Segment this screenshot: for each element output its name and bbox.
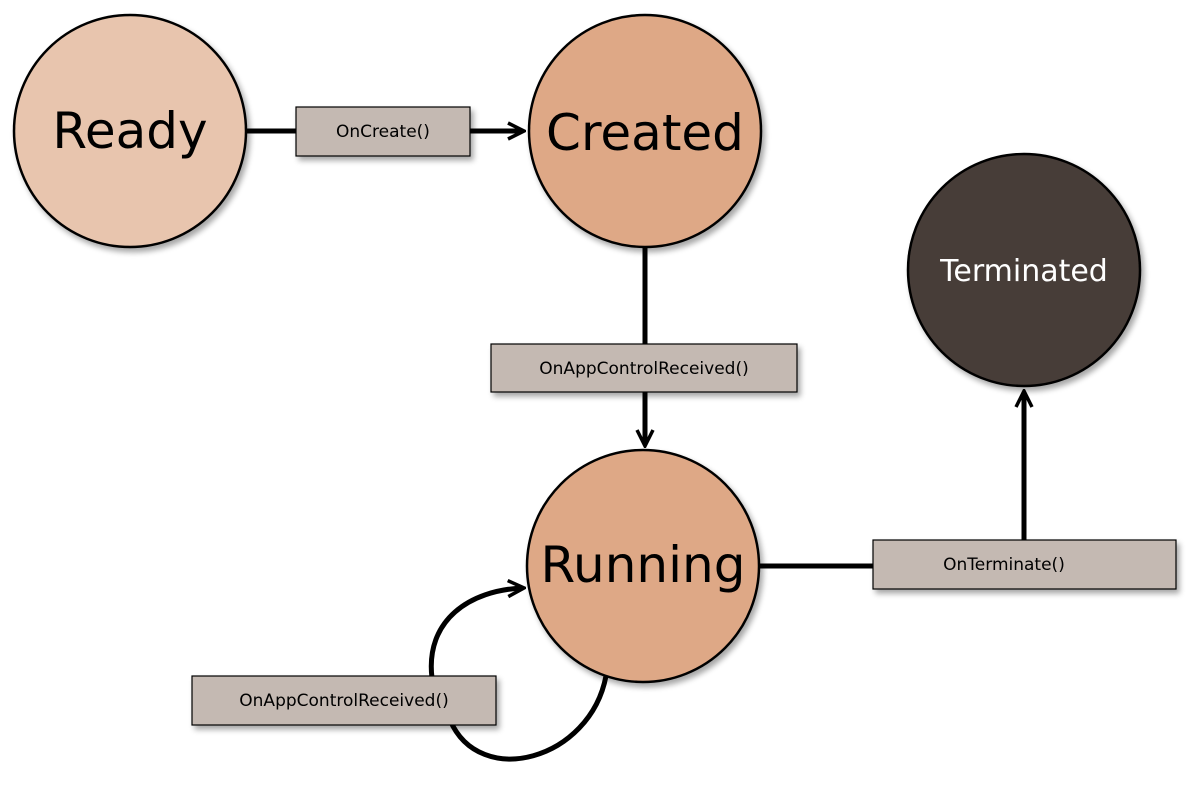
- transition-onappcontrolreceived-loop-label: OnAppControlReceived(): [239, 691, 448, 711]
- transition-onappcontrolreceived-loop-box: [191, 675, 497, 726]
- transition-onterminate: OnTerminate(): [872, 539, 1177, 590]
- transition-onterminate-label: OnTerminate(): [943, 555, 1065, 575]
- state-terminated: Terminated: [906, 152, 1142, 388]
- state-running: Running: [525, 448, 761, 684]
- state-running-label: Running: [541, 536, 746, 594]
- transition-onappcontrolreceived-top-label: OnAppControlReceived(): [539, 359, 748, 379]
- transition-onappcontrolreceived-loop: OnAppControlReceived(): [191, 675, 497, 726]
- state-running-circle: [525, 448, 761, 684]
- transition-onterminate-box: [872, 539, 1177, 590]
- state-created: Created: [527, 13, 763, 249]
- transition-onappcontrolreceived-top-box: [490, 343, 798, 393]
- state-ready-label: Ready: [52, 102, 207, 160]
- edge-running-to-terminated: [759, 392, 1024, 569]
- transition-onappcontrolreceived-top: OnAppControlReceived(): [490, 343, 798, 393]
- edge-running-self-loop: [428, 588, 609, 762]
- transition-oncreate-label: OnCreate(): [336, 122, 430, 142]
- state-ready: Ready: [12, 13, 248, 249]
- state-created-label: Created: [546, 104, 744, 162]
- transition-oncreate-box: [295, 106, 471, 157]
- state-created-circle: [527, 13, 763, 249]
- state-ready-circle: [12, 13, 248, 249]
- transition-oncreate: OnCreate(): [295, 106, 471, 157]
- state-terminated-circle: [906, 152, 1142, 388]
- state-terminated-label: Terminated: [939, 254, 1108, 289]
